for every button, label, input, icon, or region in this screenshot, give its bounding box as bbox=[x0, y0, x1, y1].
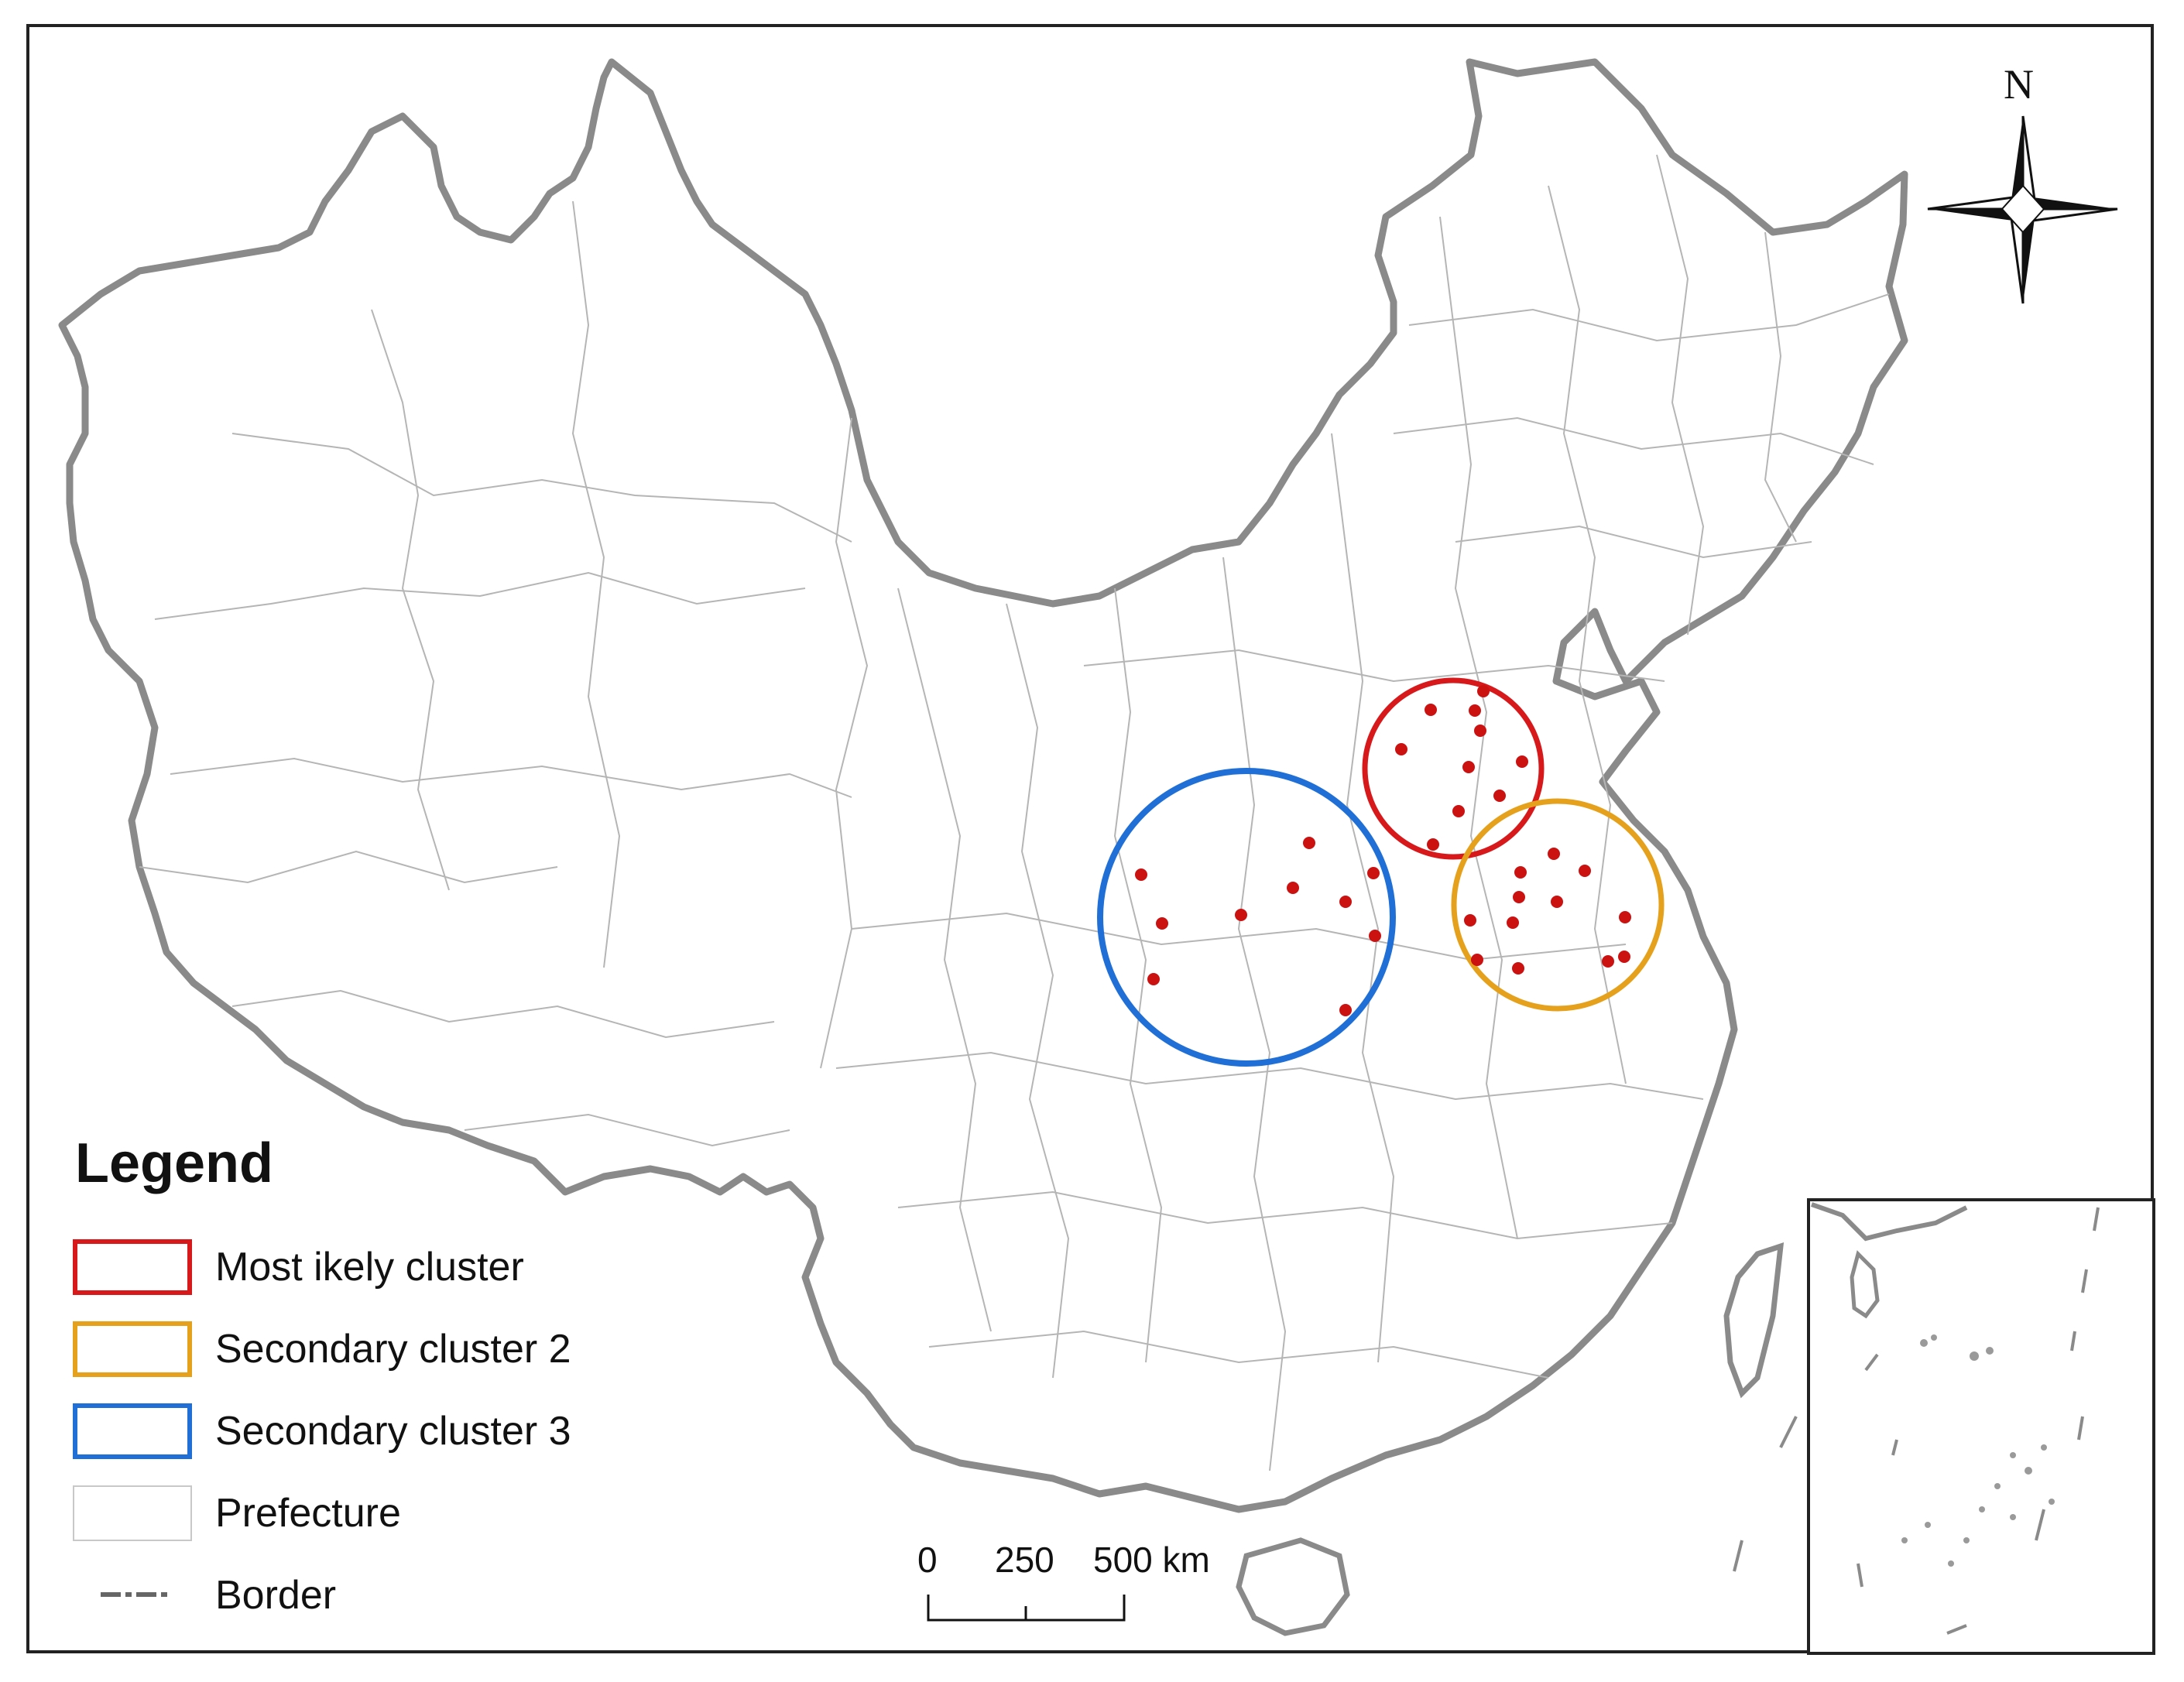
legend-swatch-line bbox=[73, 1567, 192, 1623]
north-arrow-icon bbox=[1927, 115, 2118, 304]
case-point bbox=[1339, 896, 1352, 908]
case-point bbox=[1156, 917, 1168, 930]
case-point bbox=[1147, 973, 1160, 985]
legend-label: Secondary cluster 3 bbox=[215, 1409, 571, 1454]
legend-item-most-likely: Most ikely cluster bbox=[73, 1237, 524, 1297]
legend-title: Legend bbox=[75, 1132, 274, 1194]
scale-tick-500: 500 km bbox=[1093, 1540, 1210, 1580]
case-point bbox=[1462, 761, 1475, 773]
case-point bbox=[1471, 954, 1483, 966]
case-point bbox=[1618, 951, 1630, 963]
case-point bbox=[1135, 868, 1147, 881]
case-point bbox=[1548, 848, 1560, 860]
case-point bbox=[1339, 1004, 1352, 1016]
case-point bbox=[1513, 891, 1525, 903]
case-point bbox=[1287, 882, 1299, 894]
legend-item-secondary-2: Secondary cluster 2 bbox=[73, 1319, 571, 1379]
case-point bbox=[1512, 962, 1524, 975]
inset-map bbox=[1807, 1198, 2155, 1655]
case-point bbox=[1303, 837, 1315, 849]
case-point bbox=[1514, 866, 1527, 879]
legend-item-border: Border bbox=[73, 1565, 336, 1625]
map-frame bbox=[26, 24, 2154, 1653]
case-point bbox=[1469, 704, 1481, 717]
legend-label: Secondary cluster 2 bbox=[215, 1327, 571, 1372]
case-point bbox=[1427, 838, 1439, 851]
case-point bbox=[1474, 725, 1486, 737]
case-point bbox=[1579, 865, 1591, 877]
country-border bbox=[58, 58, 1908, 1513]
case-point bbox=[1369, 930, 1381, 942]
case-point bbox=[1551, 896, 1563, 908]
legend-label: Most ikely cluster bbox=[215, 1245, 524, 1290]
cluster-circle-most-likely bbox=[1362, 677, 1545, 860]
legend-swatch-blue bbox=[73, 1403, 192, 1459]
inset-coastline bbox=[1811, 1202, 1968, 1242]
case-point bbox=[1507, 916, 1519, 929]
case-point bbox=[1464, 914, 1476, 927]
taiwan-island bbox=[1723, 1242, 1785, 1399]
north-label: N bbox=[2004, 61, 2034, 108]
cluster-circle-secondary-2 bbox=[1451, 798, 1665, 1012]
case-points bbox=[1135, 685, 1631, 1016]
legend-swatch-red bbox=[73, 1239, 192, 1295]
scale-tick-250: 250 bbox=[995, 1540, 1054, 1580]
hainan-island bbox=[1236, 1537, 1350, 1636]
scale-tick-0: 0 bbox=[917, 1540, 938, 1580]
case-point bbox=[1602, 955, 1614, 968]
case-point bbox=[1516, 755, 1528, 768]
legend-item-secondary-3: Secondary cluster 3 bbox=[73, 1401, 571, 1461]
case-point bbox=[1425, 704, 1437, 716]
case-point bbox=[1235, 909, 1247, 921]
maritime-lines bbox=[1733, 1416, 1798, 1572]
legend-label: Border bbox=[215, 1573, 337, 1618]
case-point bbox=[1367, 867, 1380, 879]
case-point bbox=[1493, 790, 1506, 802]
case-point bbox=[1395, 743, 1407, 755]
legend-label: Prefecture bbox=[215, 1491, 401, 1536]
legend-swatch-orange bbox=[73, 1321, 192, 1377]
case-point bbox=[1452, 805, 1465, 817]
legend-swatch-grey bbox=[73, 1485, 192, 1541]
legend-item-prefecture: Prefecture bbox=[73, 1483, 401, 1543]
case-point bbox=[1477, 685, 1490, 697]
prefecture-boundaries bbox=[139, 154, 1890, 1471]
scale-bar bbox=[927, 1595, 1126, 1622]
case-point bbox=[1619, 911, 1631, 923]
cluster-circle-secondary-3 bbox=[1097, 768, 1396, 1067]
